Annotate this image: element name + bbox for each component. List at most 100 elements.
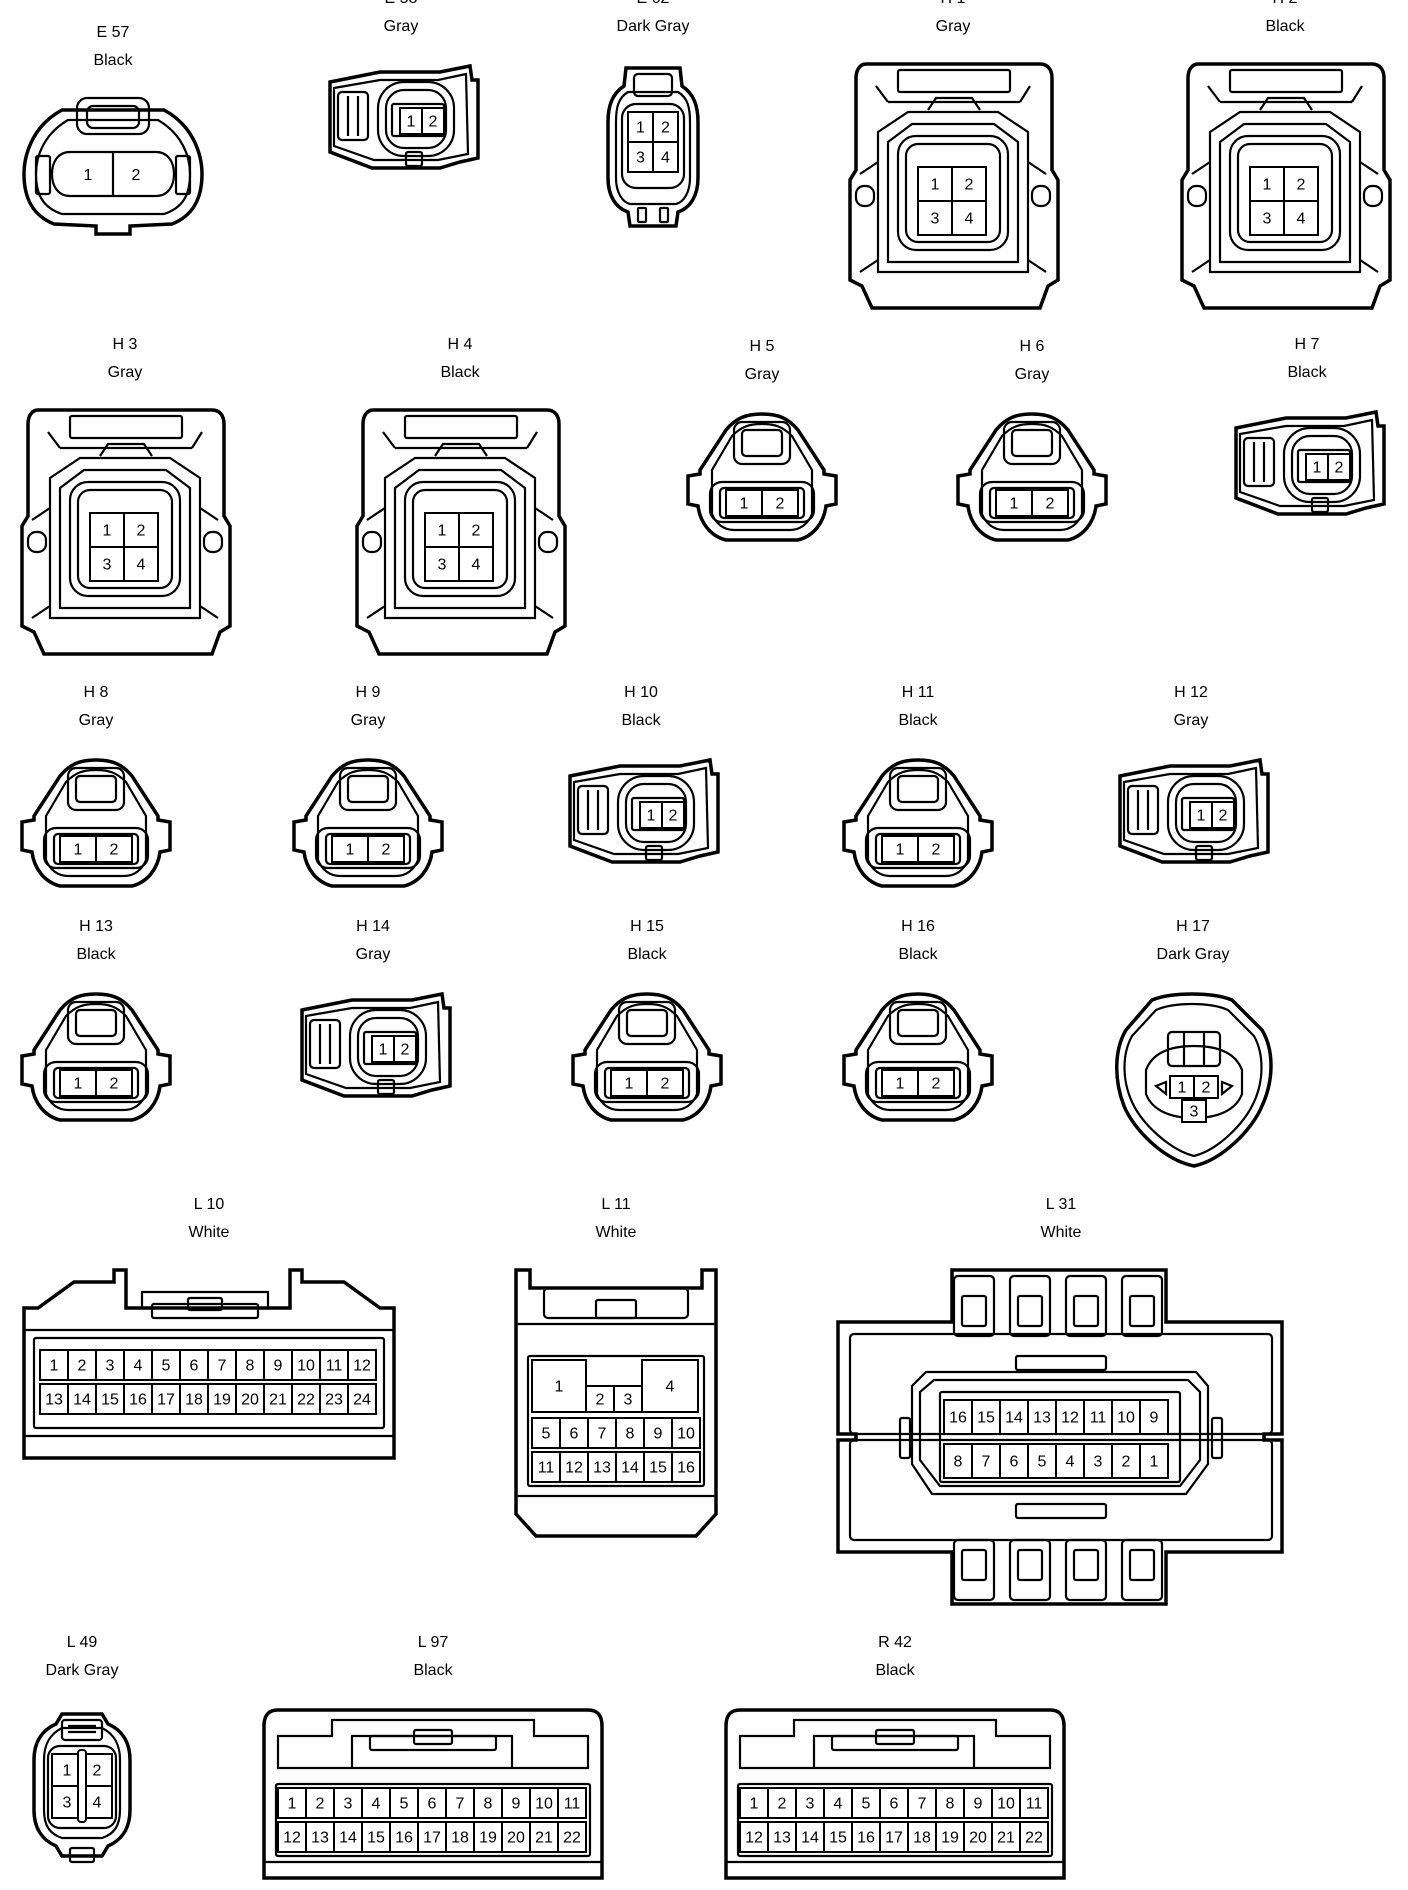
connector-color: Black [1287, 364, 1327, 381]
latch [740, 428, 784, 458]
latch [952, 1274, 996, 1338]
pin-label: 2 [932, 842, 941, 859]
cavity-ring [1166, 774, 1246, 852]
connector-id: E 58 [320, 0, 482, 8]
pin-label: 2 [110, 842, 119, 859]
pin-cell [951, 166, 987, 202]
latch [1072, 1548, 1100, 1582]
pin-label: 12 [565, 1459, 583, 1476]
pin-cell [1283, 200, 1319, 236]
side-knob [1362, 184, 1384, 208]
inner-shell [1218, 122, 1352, 264]
pin-label: 1 [379, 1042, 388, 1059]
connector-id: H 1 [848, 0, 1058, 8]
pin-cell [971, 1399, 1001, 1435]
latch [150, 1302, 260, 1320]
pin-label: 5 [400, 1796, 409, 1813]
pin-label: 21 [535, 1829, 553, 1846]
pin-frame [718, 486, 806, 520]
pin-cell [661, 801, 685, 829]
pin-label: 9 [1150, 1409, 1159, 1426]
pin-cell [943, 1443, 973, 1479]
lock-bar [1228, 68, 1344, 94]
side-knob [1030, 184, 1052, 208]
housing-outline [34, 118, 192, 216]
pin-label: 11 [1090, 1409, 1107, 1426]
pin-cell [151, 1349, 181, 1381]
side-knob [361, 530, 383, 554]
connector-id: H 5 [749, 338, 775, 355]
cavity-ring [620, 102, 686, 190]
pin-cell [421, 107, 445, 135]
connector-id: L 10 [193, 1196, 225, 1213]
housing-outline [20, 992, 172, 1122]
pin-label: 5 [862, 1796, 871, 1813]
pin-label: 1 [288, 1796, 297, 1813]
pin-label: 19 [479, 1829, 497, 1846]
housing-outline [316, 768, 420, 878]
key [644, 844, 664, 862]
latch [1166, 1030, 1222, 1068]
latch [542, 1286, 690, 1320]
connector-id: H 11 [901, 684, 935, 701]
pin-cell [879, 1821, 909, 1853]
pin-label: 8 [946, 1796, 955, 1813]
pin-label: 3 [103, 557, 112, 574]
lock-bar [68, 414, 184, 440]
housing-outline [848, 62, 1060, 310]
pin-label: 1 [103, 523, 112, 540]
latch [75, 96, 151, 136]
latch [812, 1734, 976, 1768]
connector-color: Gray [383, 18, 419, 35]
latch [874, 1728, 916, 1746]
pin-cell [347, 1383, 377, 1415]
latch [896, 1008, 940, 1038]
pin-cell [123, 1349, 153, 1381]
connector-id: H 16 [901, 918, 935, 935]
cavity-ring [384, 88, 448, 150]
key [376, 1078, 396, 1096]
inner-shell [910, 1370, 1210, 1496]
pin-cell [501, 1821, 531, 1853]
housing-outline [300, 991, 452, 1098]
pin-cell [417, 1821, 447, 1853]
cavity-ring [708, 480, 816, 524]
pin-label: 2 [1202, 1080, 1211, 1097]
pin-cell [393, 1035, 417, 1063]
pin-label: 6 [428, 1796, 437, 1813]
housing-outline [1118, 757, 1270, 864]
housing-outline [956, 412, 1108, 542]
pin-cell [319, 1383, 349, 1415]
pin-label: 9 [974, 1796, 983, 1813]
latch [74, 774, 118, 804]
pin-label: 1 [1178, 1080, 1187, 1097]
key [68, 1846, 96, 1864]
latch [732, 420, 792, 466]
connector-color: Black [76, 946, 116, 963]
pin-label: 16 [677, 1459, 695, 1476]
pin-label: 2 [137, 523, 146, 540]
pin-label: 3 [106, 1358, 115, 1375]
cavity-ring [864, 1060, 972, 1104]
pin-label: 3 [931, 211, 940, 228]
pin-label: 1 [438, 523, 447, 540]
pin-cell [943, 1399, 973, 1435]
pin-label: 12 [745, 1829, 763, 1846]
inner-shell [393, 468, 527, 610]
pin-label: 1 [896, 1076, 905, 1093]
pin-label: 14 [339, 1829, 357, 1846]
pin-frame [52, 832, 140, 866]
side-knob [202, 530, 224, 554]
pin-cell [851, 1821, 881, 1853]
latch [952, 1538, 996, 1602]
housing-outline [514, 1268, 718, 1538]
side-rib [898, 1416, 912, 1460]
pin-cell [917, 1069, 955, 1097]
